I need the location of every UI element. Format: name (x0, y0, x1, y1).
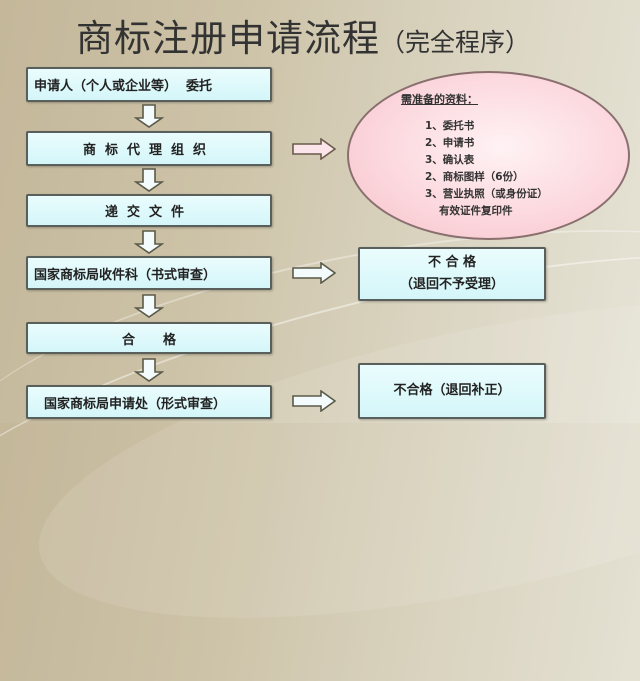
step-submit-documents: 递交文件 (26, 194, 272, 227)
step-applicant: 申请人（个人或企业等） 委托 (26, 67, 272, 102)
materials-item: 2、商标图样（6份） (425, 171, 524, 183)
title-sub: （完全程序） (380, 28, 531, 57)
materials-item: 2、申请书 (425, 137, 475, 149)
materials-item: 1、委托书 (425, 120, 475, 132)
result-rejected-not-accepted: 不 合 格 （退回不予受理） (358, 247, 546, 301)
step-label: 申请人（个人或企业等） 委托 (34, 79, 213, 94)
materials-item: 3、营业执照（或身份证） (425, 188, 548, 200)
step-label: 国家商标局申请处（形式审查） (44, 396, 227, 412)
result-line: 不 合 格 (427, 255, 477, 270)
materials-item: 有效证件复印件 (439, 205, 513, 217)
step-receiving-section: 国家商标局收件科（书式审查） (26, 256, 272, 290)
materials-list: 1、委托书 2、申请书 3、确认表 2、商标图样（6份） 3、营业执照（或身份证… (425, 118, 548, 220)
materials-item: 3、确认表 (425, 154, 475, 166)
materials-heading: 需准备的资料： (401, 93, 478, 106)
materials-ellipse (347, 71, 630, 240)
right-arrow-icon (292, 262, 336, 284)
step-label: 国家商标局收件科（书式审查） (34, 267, 217, 283)
right-arrow-icon (292, 138, 336, 160)
step-label: 合格 (121, 332, 204, 348)
down-arrow-icon (134, 230, 164, 254)
down-arrow-icon (134, 358, 164, 382)
title-main: 商标注册申请流程 (76, 17, 380, 60)
step-label: 商标代理组织 (82, 143, 215, 158)
step-qualified: 合格 (26, 322, 272, 354)
step-application-office: 国家商标局申请处（形式审查） (26, 385, 272, 419)
page-title: 商标注册申请流程（完全程序） (76, 8, 531, 60)
right-arrow-icon (292, 390, 336, 412)
result-line: （退回不予受理） (399, 277, 504, 292)
down-arrow-icon (134, 168, 164, 192)
result-line: 不合格（退回补正） (393, 383, 511, 398)
down-arrow-icon (134, 294, 164, 318)
down-arrow-icon (134, 104, 164, 128)
step-agent: 商标代理组织 (26, 131, 272, 166)
result-rejected-correction: 不合格（退回补正） (358, 363, 546, 419)
step-label: 递交文件 (104, 205, 193, 220)
